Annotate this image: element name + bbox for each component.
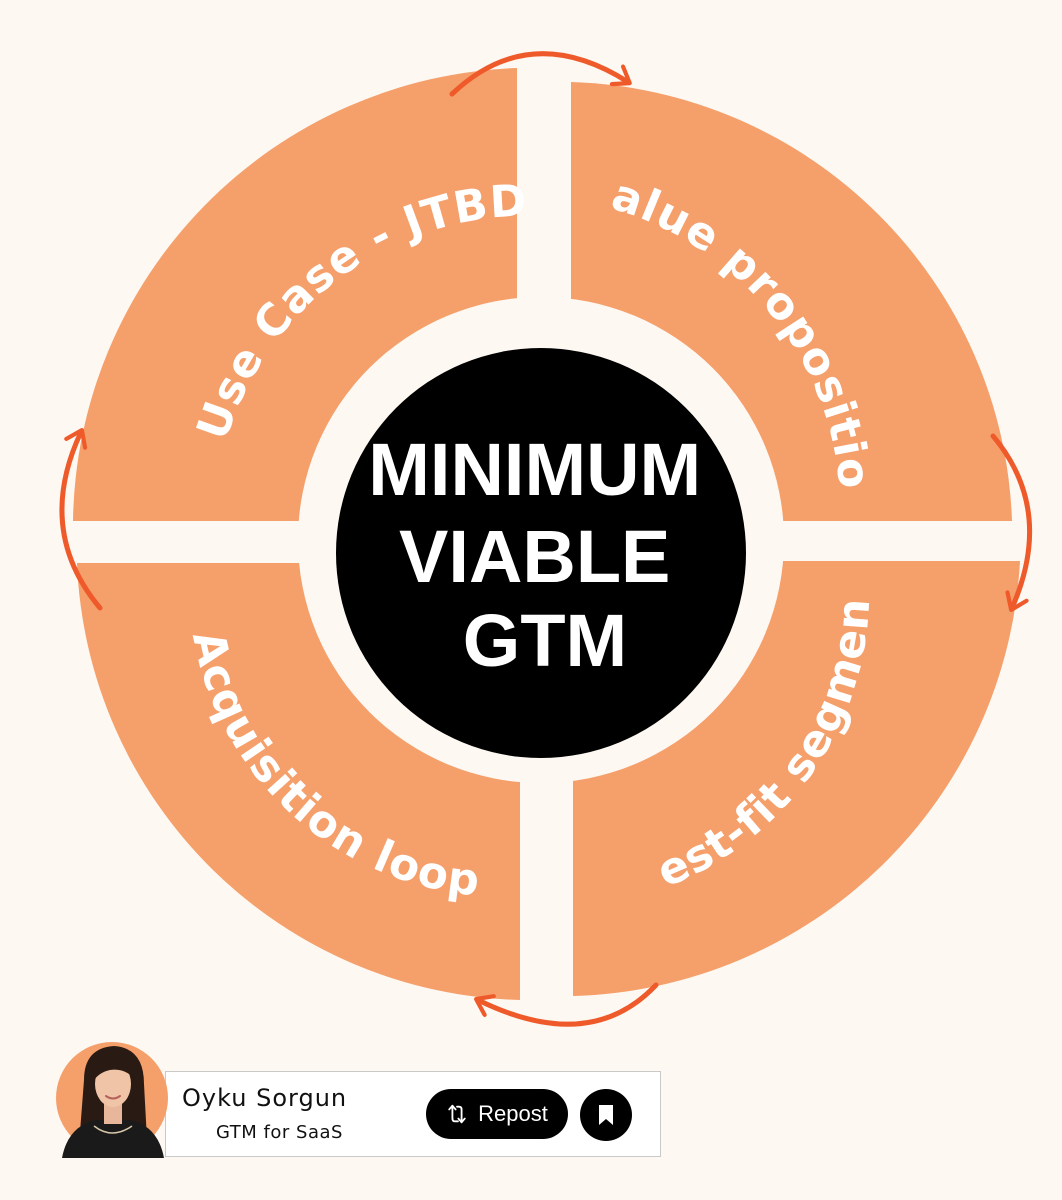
repost-label: Repost [478,1101,548,1126]
author-avatar [56,1042,168,1158]
center-title-line-2: VIABLE [399,515,670,598]
author-name: Oyku Sorgun [182,1084,348,1112]
bookmark-icon [599,1105,613,1125]
repost-button[interactable]: Repost [426,1089,568,1139]
center-title-line-3: GTM [463,599,627,682]
person-avatar-icon [62,1046,164,1158]
center-title-line-1: MINIMUM [368,428,701,511]
cycle-arrow-bottom [474,982,659,1027]
cycle-arrow-right [990,433,1033,612]
repost-icon [448,1104,466,1124]
author-card: Oyku Sorgun GTM for SaaS Repost [165,1071,661,1157]
cycle-arrow-left [59,428,103,611]
cycle-arrow-top [449,51,632,97]
center-title: MINIMUM VIABLE GTM [368,428,722,682]
center-circle [336,348,746,758]
author-role: GTM for SaaS [216,1122,343,1143]
bookmark-button[interactable] [580,1089,632,1141]
